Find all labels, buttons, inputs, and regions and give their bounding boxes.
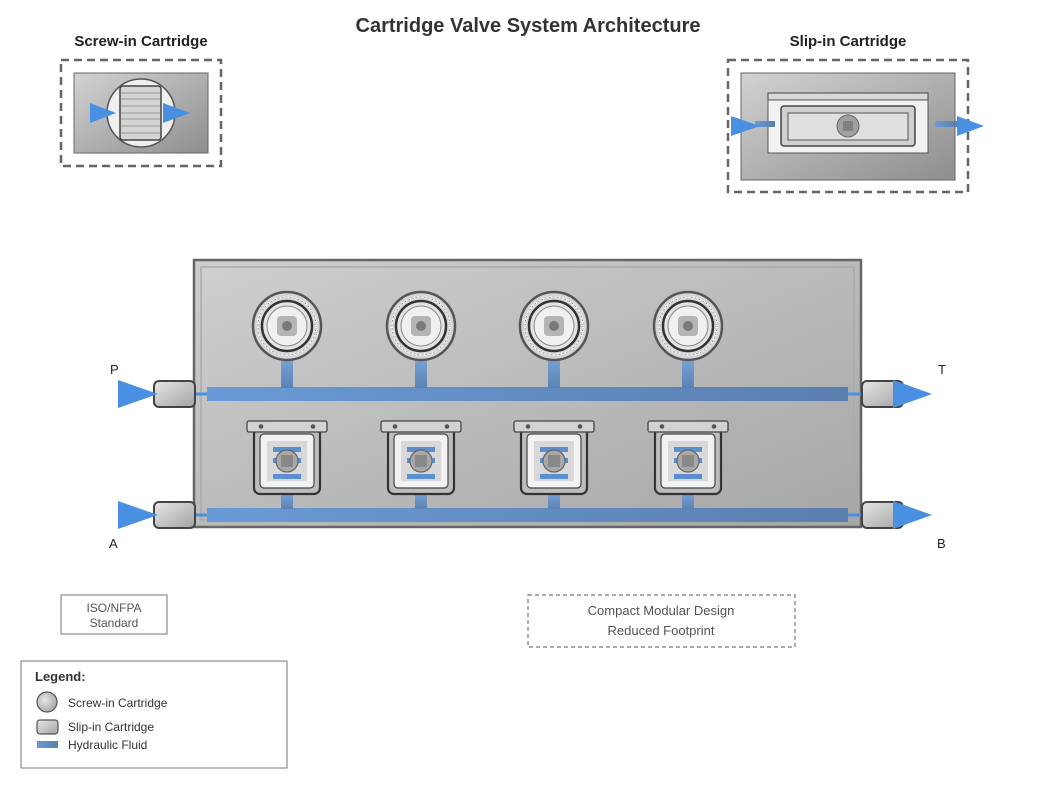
slip-in-fluid-out [935, 121, 957, 127]
slip-in-cartridge [647, 420, 729, 509]
branch-passage [548, 492, 560, 509]
fluid-port [407, 474, 435, 479]
bolt-icon [577, 424, 583, 429]
legend-item-fluid: Hydraulic Fluid [68, 738, 147, 752]
slip-in-poppet-core [843, 121, 853, 131]
port-p-label: P [110, 362, 119, 377]
legend-slip-in-icon [36, 719, 59, 735]
legend-item-slip-in: Slip-in Cartridge [68, 720, 154, 734]
legend-screw-in-icon [36, 691, 58, 713]
slip-in-cover-plate [767, 92, 929, 101]
legend-fluid-icon [37, 741, 58, 748]
fluid-port [273, 474, 301, 479]
screw-in-cartridge [385, 290, 457, 388]
fluid-port [540, 474, 568, 479]
flow-in-arrow-icon [90, 103, 116, 123]
thread-ring-dots [658, 296, 718, 356]
bolt-icon [444, 424, 450, 429]
flow-out-arrow-icon [163, 103, 190, 123]
screw-in-detail-label: Screw-in Cartridge [74, 33, 207, 50]
branch-passage [281, 492, 293, 509]
thread-ring-dots [524, 296, 584, 356]
screw-in-cartridge-row [251, 290, 724, 388]
port-b: B [848, 501, 946, 551]
branch-passage [548, 358, 560, 388]
bolt-icon [659, 424, 665, 429]
legend-box [20, 660, 288, 769]
flow-in-arrow-icon [731, 116, 760, 136]
cover-plate [246, 420, 328, 433]
cover-plate [513, 420, 595, 433]
bolt-icon [310, 424, 316, 429]
screw-in-cartridge [518, 290, 590, 388]
standard-note: ISO/NFPA Standard [60, 594, 168, 635]
port-a: A [109, 501, 207, 551]
legend-title: Legend: [35, 669, 86, 684]
diagram-title: Cartridge Valve System Architecture [356, 15, 701, 37]
thread-lines [121, 92, 160, 134]
slip-in-detail-label: Slip-in Cartridge [790, 33, 907, 50]
poppet-core [682, 455, 694, 467]
port-t-outflow-arrow-icon [893, 380, 932, 408]
poppet-core [548, 455, 560, 467]
branch-passage [682, 358, 694, 388]
cartridge-spool [683, 321, 693, 331]
port-t-label: T [938, 362, 946, 377]
slip-in-cartridge [513, 420, 595, 509]
branch-passage [682, 492, 694, 509]
port-a-fitting [153, 501, 196, 529]
port-b-label: B [937, 536, 946, 551]
standard-note-line1: ISO/NFPA [86, 601, 141, 615]
cartridge-spool [282, 321, 292, 331]
port-p: P [110, 362, 207, 408]
branch-passage [415, 358, 427, 388]
design-note: Compact Modular Design Reduced Footprint [527, 594, 796, 648]
screw-in-detail-frame [59, 58, 223, 168]
port-a-inflow-arrow-icon [118, 501, 158, 529]
screw-in-cartridge [251, 290, 323, 388]
bolt-icon [711, 424, 717, 429]
legend-item-screw-in: Screw-in Cartridge [68, 696, 168, 710]
cover-plate [380, 420, 462, 433]
work-gallery [207, 508, 848, 522]
thread-ring-dots [257, 296, 317, 356]
cartridge-spool [416, 321, 426, 331]
design-note-line2: Reduced Footprint [608, 623, 715, 638]
manifold-block [192, 258, 863, 529]
slip-in-cartridge [246, 420, 328, 509]
port-b-outflow-arrow-icon [893, 501, 932, 529]
poppet-core [415, 455, 427, 467]
port-a-label: A [109, 536, 118, 551]
slip-in-detail-view: Slip-in Cartridge [726, 33, 984, 194]
port-p-inflow-arrow-icon [118, 380, 158, 408]
design-note-line1: Compact Modular Design [588, 603, 735, 618]
bolt-icon [392, 424, 398, 429]
slip-in-cartridge-row [246, 420, 729, 509]
pressure-gallery [207, 387, 848, 401]
poppet-core [281, 455, 293, 467]
bolt-icon [525, 424, 531, 429]
bolt-icon [258, 424, 264, 429]
standard-note-line2: Standard [90, 616, 139, 630]
port-t: T [848, 362, 946, 408]
screw-in-detail-view: Screw-in Cartridge [59, 33, 223, 168]
slip-in-cartridge [380, 420, 462, 509]
port-p-fitting [153, 380, 196, 408]
screw-in-cartridge [652, 290, 724, 388]
branch-passage [281, 358, 293, 388]
branch-passage [415, 492, 427, 509]
fluid-port [674, 474, 702, 479]
slip-in-fluid-in [755, 121, 775, 127]
legend: Legend: Screw-in Cartridge Slip-in Cartr… [20, 660, 288, 769]
cartridge-spool [549, 321, 559, 331]
thread-ring-dots [391, 296, 451, 356]
cover-plate [647, 420, 729, 433]
flow-out-arrow-icon [957, 116, 984, 136]
